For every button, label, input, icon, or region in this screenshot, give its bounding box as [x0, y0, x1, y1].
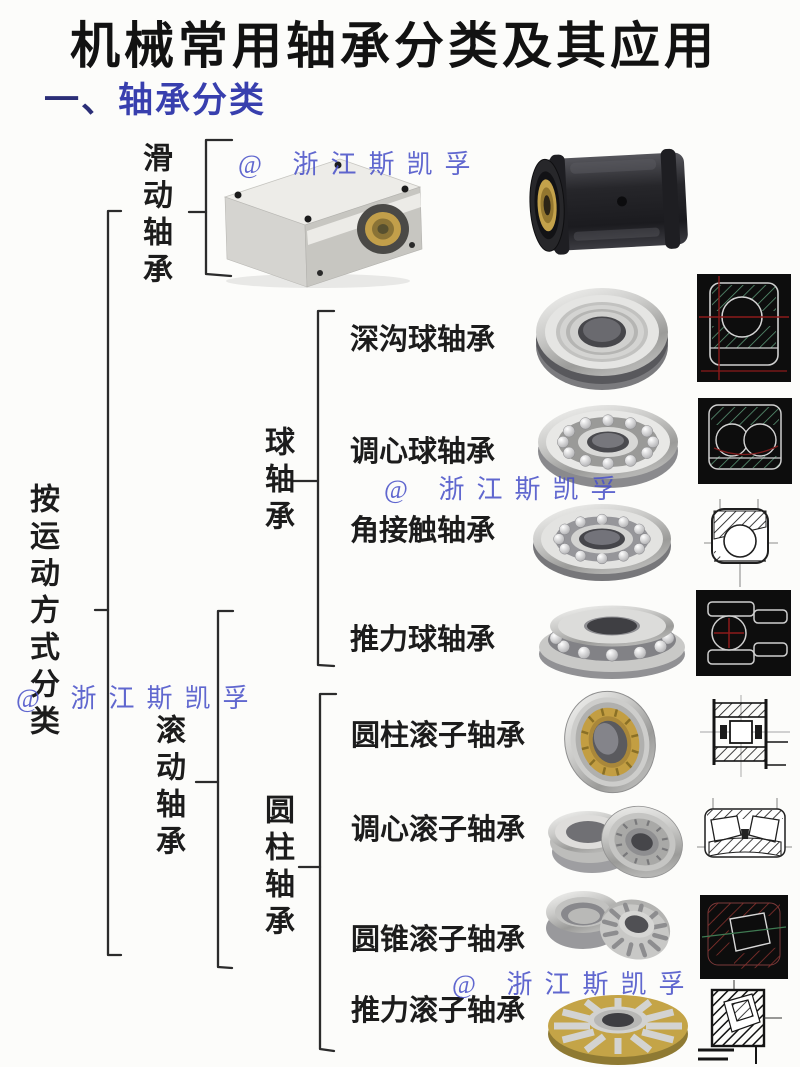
leaf-label-thrust-roller: 推力滚子轴承: [351, 995, 526, 1027]
ball-bracket: [316, 309, 336, 668]
leaf-label-deep-groove-ball: 深沟球轴承: [350, 324, 496, 356]
self-aligning-roller-bearing-photo: [548, 805, 683, 879]
angular-contact-bearing-photo: [533, 504, 671, 581]
branch-label-ball: 球轴承: [260, 426, 293, 537]
cylindrical-roller-schematic: [700, 695, 790, 777]
angular-contact-schematic: [704, 499, 778, 587]
thrust-ball-bearing-photo: [539, 605, 685, 679]
deep-groove-ball-bearing-photo: [536, 288, 668, 390]
cylindrical-roller-bearing-photo: [564, 690, 656, 794]
section-heading-number: 一、: [44, 81, 119, 120]
leaf-label-cylindrical-roller: 圆柱滚子轴承: [351, 720, 526, 752]
leaf-label-tapered-roller: 圆锥滚子轴承: [351, 924, 526, 956]
watermark: @ 浙江斯凯孚: [452, 970, 697, 999]
leaf-label-thrust-ball: 推力球轴承: [350, 624, 496, 656]
leaf-label-self-aligning-ball: 调心球轴承: [350, 436, 496, 468]
tapered-roller-schematic: [700, 895, 788, 979]
self-aligning-ball-schematic: [698, 398, 792, 484]
page-title: 机械常用轴承分类及其应用: [70, 18, 718, 74]
watermark: @ 浙江斯凯孚: [238, 150, 483, 179]
linear-slide-unit-photo: [223, 158, 423, 288]
thrust-ball-schematic: [696, 590, 791, 676]
self-aligning-ball-bearing-photo: [538, 405, 678, 488]
main-bracket: [106, 209, 123, 957]
thrust-roller-schematic: [698, 980, 782, 1064]
linear-bearing-black-photo: [529, 148, 688, 255]
tree-root-label: 按运动方式分类: [25, 483, 58, 742]
thrust-roller-bearing-photo: [548, 995, 688, 1065]
rolling-bracket: [216, 609, 235, 970]
branch-label-rolling: 滚动轴承: [151, 714, 184, 862]
deep-groove-ball-schematic: [697, 274, 791, 382]
section-heading-text: 轴承分类: [118, 81, 267, 120]
branch-label-sliding: 滑动轴承: [138, 142, 171, 290]
branch-label-cylindrical: 圆柱轴承: [260, 794, 293, 942]
leaf-label-self-aligning-roller: 调心滚子轴承: [351, 814, 526, 846]
watermark: @ 浙江斯凯孚: [16, 684, 261, 713]
leaf-label-angular-contact: 角接触轴承: [350, 515, 496, 547]
cylindrical-bracket: [318, 692, 338, 1053]
watermark: @ 浙江斯凯孚: [384, 475, 629, 504]
self-aligning-roller-schematic: [697, 798, 792, 858]
sliding-bracket: [204, 138, 234, 278]
section-heading: 一、轴承分类: [44, 72, 266, 123]
tapered-roller-bearing-photo: [546, 891, 671, 960]
